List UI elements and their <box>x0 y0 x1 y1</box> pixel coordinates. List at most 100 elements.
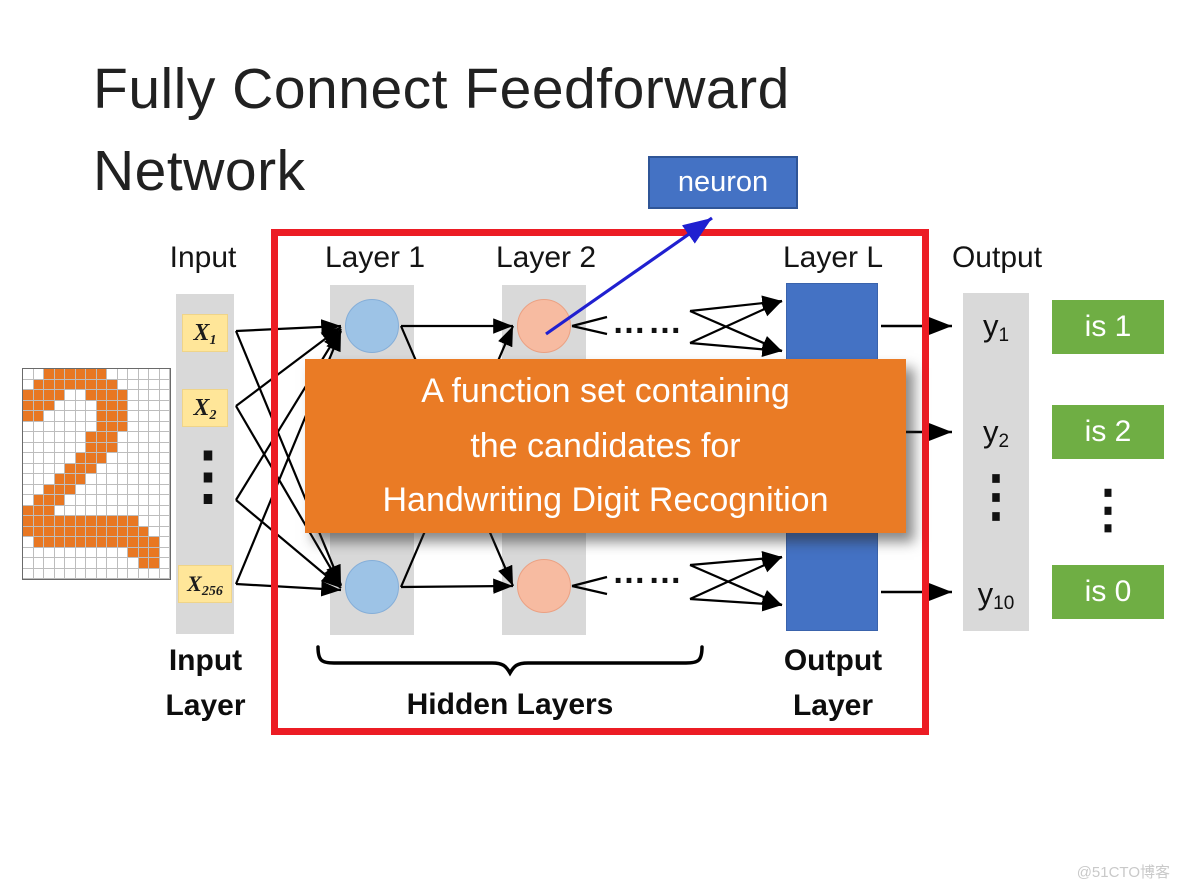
digit-pixel <box>75 421 86 432</box>
digit-pixel <box>138 516 149 527</box>
digit-pixel <box>96 484 107 495</box>
digit-pixel <box>117 390 128 401</box>
digit-pixel <box>107 453 118 464</box>
digit-pixel <box>65 505 76 516</box>
digit-pixel <box>96 495 107 506</box>
digit-pixel <box>96 400 107 411</box>
digit-pixel <box>96 369 107 380</box>
column-label-layer2: Layer 2 <box>495 241 597 274</box>
digit-pixel <box>23 474 34 485</box>
output-node-y10-base: y <box>977 576 994 611</box>
digit-pixel <box>23 432 34 443</box>
digit-pixel <box>159 369 170 380</box>
digit-pixel <box>33 411 44 422</box>
digit-pixel <box>117 505 128 516</box>
digit-pixel <box>149 442 160 453</box>
digit-pixel <box>149 484 160 495</box>
output-node-y2: y2 <box>963 414 1029 453</box>
result-ellipsis: ⋮ <box>1082 481 1134 539</box>
digit-pixel <box>159 421 170 432</box>
digit-pixel <box>44 400 55 411</box>
digit-pixel <box>23 495 34 506</box>
digit-pixel <box>75 453 86 464</box>
digit-pixel <box>86 537 97 548</box>
input-node-x256-base: X <box>187 571 202 596</box>
digit-pixel <box>86 526 97 537</box>
function-set-banner: A function set containing the candidates… <box>305 359 906 533</box>
digit-pixel <box>128 379 139 390</box>
digit-pixel <box>54 505 65 516</box>
digit-pixel <box>159 442 170 453</box>
output-node-y1-base: y <box>982 308 999 343</box>
digit-pixel <box>75 369 86 380</box>
digit-pixel <box>128 484 139 495</box>
digit-pixel <box>128 526 139 537</box>
layer1-neuron-bottom <box>345 560 399 614</box>
digit-pixel <box>117 568 128 579</box>
digit-pixel <box>128 495 139 506</box>
output-node-y2-subscript: 2 <box>998 431 1010 452</box>
digit-pixel <box>23 484 34 495</box>
digit-pixel <box>149 568 160 579</box>
digit-pixel <box>44 537 55 548</box>
digit-pixel <box>128 442 139 453</box>
digit-pixel <box>107 411 118 422</box>
digit-pixel <box>23 400 34 411</box>
digit-pixel <box>23 411 34 422</box>
digit-pixel <box>107 432 118 443</box>
digit-pixel <box>54 463 65 474</box>
digit-pixel <box>75 526 86 537</box>
digit-pixel <box>107 390 118 401</box>
digit-pixel <box>86 390 97 401</box>
digit-pixel <box>86 369 97 380</box>
digit-pixel <box>149 474 160 485</box>
input-node-x256: X256 <box>178 565 232 603</box>
hidden-layers-ellipsis-top: …… <box>612 303 684 341</box>
digit-pixel <box>33 484 44 495</box>
digit-pixel <box>86 421 97 432</box>
digit-pixel <box>54 516 65 527</box>
digit-pixel <box>33 421 44 432</box>
digit-pixel <box>65 484 76 495</box>
digit-pixel <box>117 400 128 411</box>
digit-pixel <box>75 474 86 485</box>
digit-pixel <box>86 453 97 464</box>
digit-pixel <box>149 516 160 527</box>
digit-pixel <box>138 495 149 506</box>
digit-pixel <box>23 421 34 432</box>
digit-pixel <box>54 390 65 401</box>
slide-title-line2: Network <box>93 139 306 204</box>
digit-pixel <box>96 474 107 485</box>
digit-pixel <box>33 442 44 453</box>
digit-pixel <box>86 495 97 506</box>
digit-pixel <box>65 558 76 569</box>
digit-pixel <box>33 516 44 527</box>
digit-pixel <box>149 411 160 422</box>
digit-pixel <box>75 463 86 474</box>
digit-pixel <box>44 568 55 579</box>
digit-pixel <box>149 421 160 432</box>
digit-pixel <box>117 432 128 443</box>
digit-pixel <box>44 453 55 464</box>
digit-pixel <box>33 537 44 548</box>
digit-pixel <box>128 537 139 548</box>
digit-pixel <box>159 463 170 474</box>
output-node-y2-base: y <box>982 414 999 449</box>
digit-pixel <box>86 442 97 453</box>
digit-pixel <box>54 442 65 453</box>
digit-pixel <box>65 453 76 464</box>
digit-pixel <box>128 547 139 558</box>
digit-pixel <box>159 516 170 527</box>
column-label-input: Input <box>169 241 237 274</box>
digit-pixel <box>54 558 65 569</box>
output-ellipsis: ⋮ <box>968 464 1024 527</box>
digit-pixel <box>128 390 139 401</box>
digit-pixel <box>75 568 86 579</box>
digit-pixel <box>75 442 86 453</box>
digit-pixel <box>23 526 34 537</box>
digit-pixel <box>65 390 76 401</box>
input-node-x256-subscript: 256 <box>201 584 223 599</box>
digit-pixel <box>54 474 65 485</box>
digit-pixel <box>44 495 55 506</box>
digit-pixel <box>138 474 149 485</box>
